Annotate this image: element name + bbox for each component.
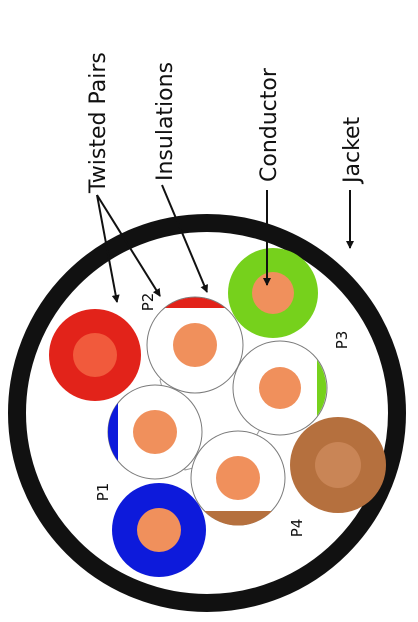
brown-stripe [204, 511, 272, 526]
label-p3: P3 [333, 331, 351, 350]
white-green-conductor [259, 367, 301, 409]
blue-stripe [107, 403, 118, 461]
red-stripe [165, 297, 225, 308]
pair-p3-solid-wire [228, 248, 318, 338]
label-conductor: Conductor [257, 67, 282, 182]
green-conductor [252, 272, 294, 314]
pair-p4-solid-wire [290, 417, 386, 513]
pair-p1-striped-wire [107, 384, 203, 480]
blue-conductor [137, 508, 181, 552]
label-insulations: Insulations [153, 62, 178, 181]
twisted-pairs-arrow-2 [96, 194, 161, 297]
twisted-pairs-arrow-1 [96, 194, 120, 303]
label-twisted-pairs: Twisted Pairs [86, 52, 111, 194]
label-p1: P1 [94, 483, 112, 502]
green-stripe [317, 360, 327, 416]
white-blue-conductor [133, 410, 177, 454]
white-red-conductor [173, 323, 217, 367]
pair-p2-striped-wire [146, 296, 244, 394]
label-p4: P4 [288, 519, 306, 538]
pair-p4-striped-wire [190, 430, 286, 526]
annotation-arrows [96, 184, 354, 303]
label-jacket: Jacket [340, 116, 365, 185]
label-p2: P2 [139, 293, 157, 312]
insulations-arrow [161, 184, 208, 293]
pair-p2-solid-wire [49, 309, 141, 401]
red-conductor [73, 333, 117, 377]
pair-p3-striped-wire [232, 340, 328, 436]
pair-p1-solid-wire [112, 483, 206, 577]
brown-conductor [315, 442, 361, 488]
white-brown-conductor [216, 456, 260, 500]
